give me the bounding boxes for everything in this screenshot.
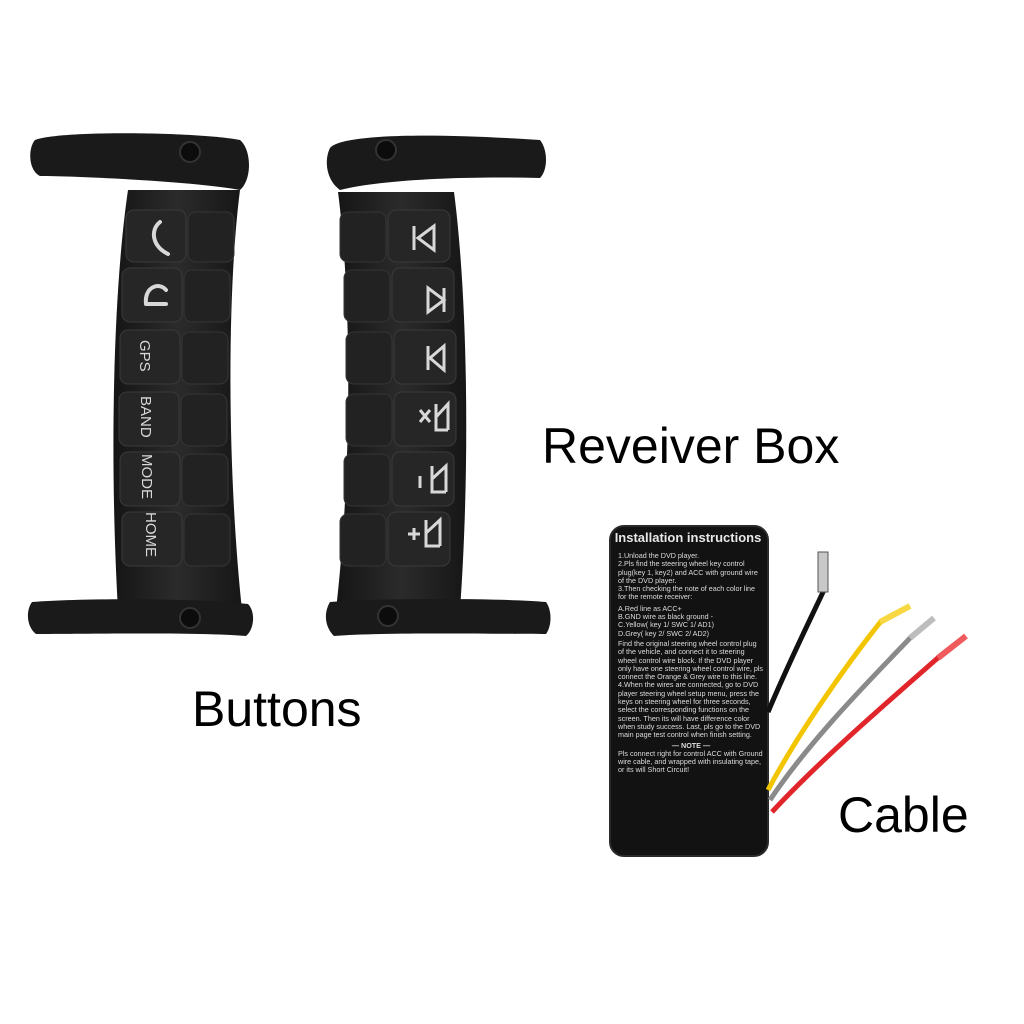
receiver-box-label: Reveiver Box	[542, 418, 840, 474]
instruction-line: D.Grey( key 2/ SWC 2/ AD2)	[618, 628, 710, 638]
right-button-next-track[interactable]	[343, 267, 455, 323]
wire-grey	[767, 634, 914, 802]
instruction-line: C.Yellow( key 1/ SWC 1/ AD1)	[618, 620, 714, 630]
left-button-mode[interactable]: MODE	[119, 451, 229, 507]
right-remote	[325, 135, 551, 636]
instruction-line: 1.Unload the DVD player.	[618, 551, 700, 560]
wire-yellow-tip	[878, 603, 912, 625]
instruction-line: 4.When the wires are connected, go to DV…	[618, 680, 761, 740]
cable-bundle	[765, 551, 968, 814]
right-button-mute[interactable]	[345, 391, 457, 447]
right-button-prev-track[interactable]	[339, 209, 451, 263]
right-top-strap	[326, 135, 546, 190]
wire-yellow	[765, 618, 884, 792]
cable-label: Cable	[838, 787, 969, 843]
next-track-icon	[426, 285, 447, 315]
prev-icon	[426, 342, 446, 374]
instruction-line: A.Red line as ACC+	[618, 603, 682, 613]
instruction-line: Find the original steering wheel control…	[618, 638, 764, 682]
left-bottom-screw	[179, 607, 201, 629]
home-label: HOME	[142, 512, 159, 557]
wire-grey-tip	[908, 615, 936, 641]
receiver-box-title: Installation instructions	[614, 530, 762, 545]
receiver-box	[609, 525, 769, 857]
mode-label: MODE	[138, 454, 155, 499]
instruction-line: 3.Then checking the note of each color l…	[618, 584, 756, 602]
left-button-phone-answer[interactable]	[125, 209, 235, 263]
prev-track-icon	[412, 223, 436, 253]
wire-red-tip	[936, 633, 968, 661]
band-label: BAND	[137, 396, 154, 438]
left-button-band[interactable]: BAND	[118, 391, 228, 447]
right-button-volume-up[interactable]	[339, 511, 451, 567]
right-button-prev[interactable]	[345, 329, 457, 385]
left-button-gps[interactable]: GPS	[119, 329, 229, 385]
mute-icon	[418, 400, 450, 432]
right-button-volume-down[interactable]	[343, 451, 455, 507]
volume-down-icon	[418, 462, 448, 494]
left-button-home[interactable]: HOME	[121, 511, 231, 567]
gps-label: GPS	[136, 340, 153, 372]
left-top-screw	[179, 141, 201, 163]
right-top-screw	[375, 139, 397, 161]
left-bottom-strap	[27, 599, 254, 636]
instruction-line: 2.Pls find the steering wheel key contro…	[618, 559, 758, 585]
buttons-label: Buttons	[192, 681, 362, 737]
note-heading: — NOTE —	[671, 740, 711, 750]
instruction-line: B.GND wire as black ground -	[618, 612, 714, 622]
right-bottom-screw	[377, 605, 399, 627]
volume-up-icon	[408, 516, 442, 548]
phone-hangup-icon	[143, 284, 168, 306]
phone-answer-icon	[151, 220, 170, 256]
note-text: Pls connect right for control ACC with G…	[618, 748, 763, 775]
left-remote: GPS BAND MODE HOME	[27, 133, 254, 636]
wire-red	[770, 654, 942, 814]
left-button-phone-hangup[interactable]	[121, 267, 231, 323]
receiver-box-instructions: 1.Unload the DVD player. 2.Pls find the …	[618, 551, 764, 775]
right-bottom-strap	[325, 599, 551, 636]
left-top-strap	[30, 133, 249, 190]
wire-black	[765, 588, 827, 713]
wire-black-tip	[817, 551, 829, 593]
